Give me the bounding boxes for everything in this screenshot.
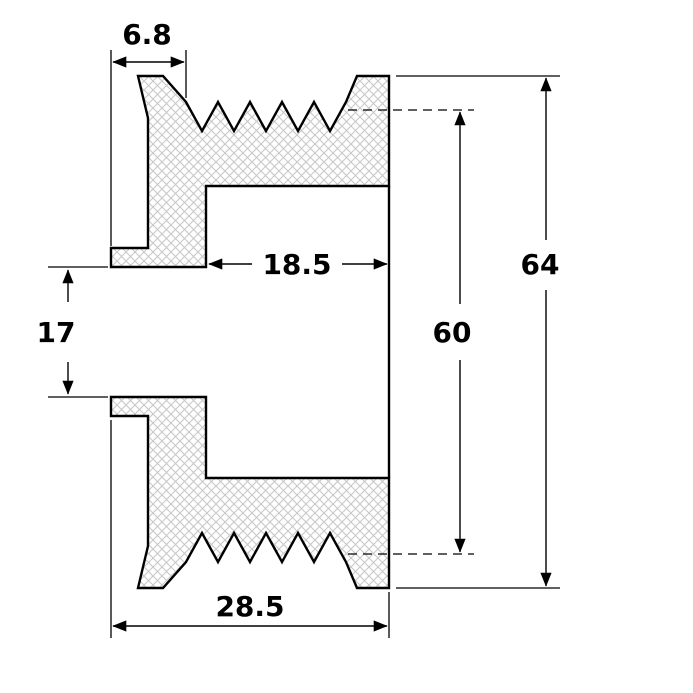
dimension-bore: 17 <box>37 266 108 398</box>
dimension-recess-width: 18.5 <box>208 248 388 281</box>
pulley-lower-half <box>109 395 391 590</box>
dim-label-outer-diameter: 64 <box>521 248 560 281</box>
pulley-body <box>109 74 391 590</box>
dimension-outer-diameter: 64 <box>396 75 560 589</box>
pulley-upper-half <box>109 74 391 269</box>
dim-label-top-width: 6.8 <box>122 18 172 51</box>
dim-label-recess-width: 18.5 <box>262 248 331 281</box>
dim-label-overall-width: 28.5 <box>215 590 284 623</box>
dim-label-inner-diameter: 60 <box>433 316 472 349</box>
dimension-overall-width: 28.5 <box>110 420 390 638</box>
dimension-inner-diameter: 60 <box>348 109 474 555</box>
dim-label-bore: 17 <box>37 316 76 349</box>
dimension-top-width: 6.8 <box>110 18 187 246</box>
